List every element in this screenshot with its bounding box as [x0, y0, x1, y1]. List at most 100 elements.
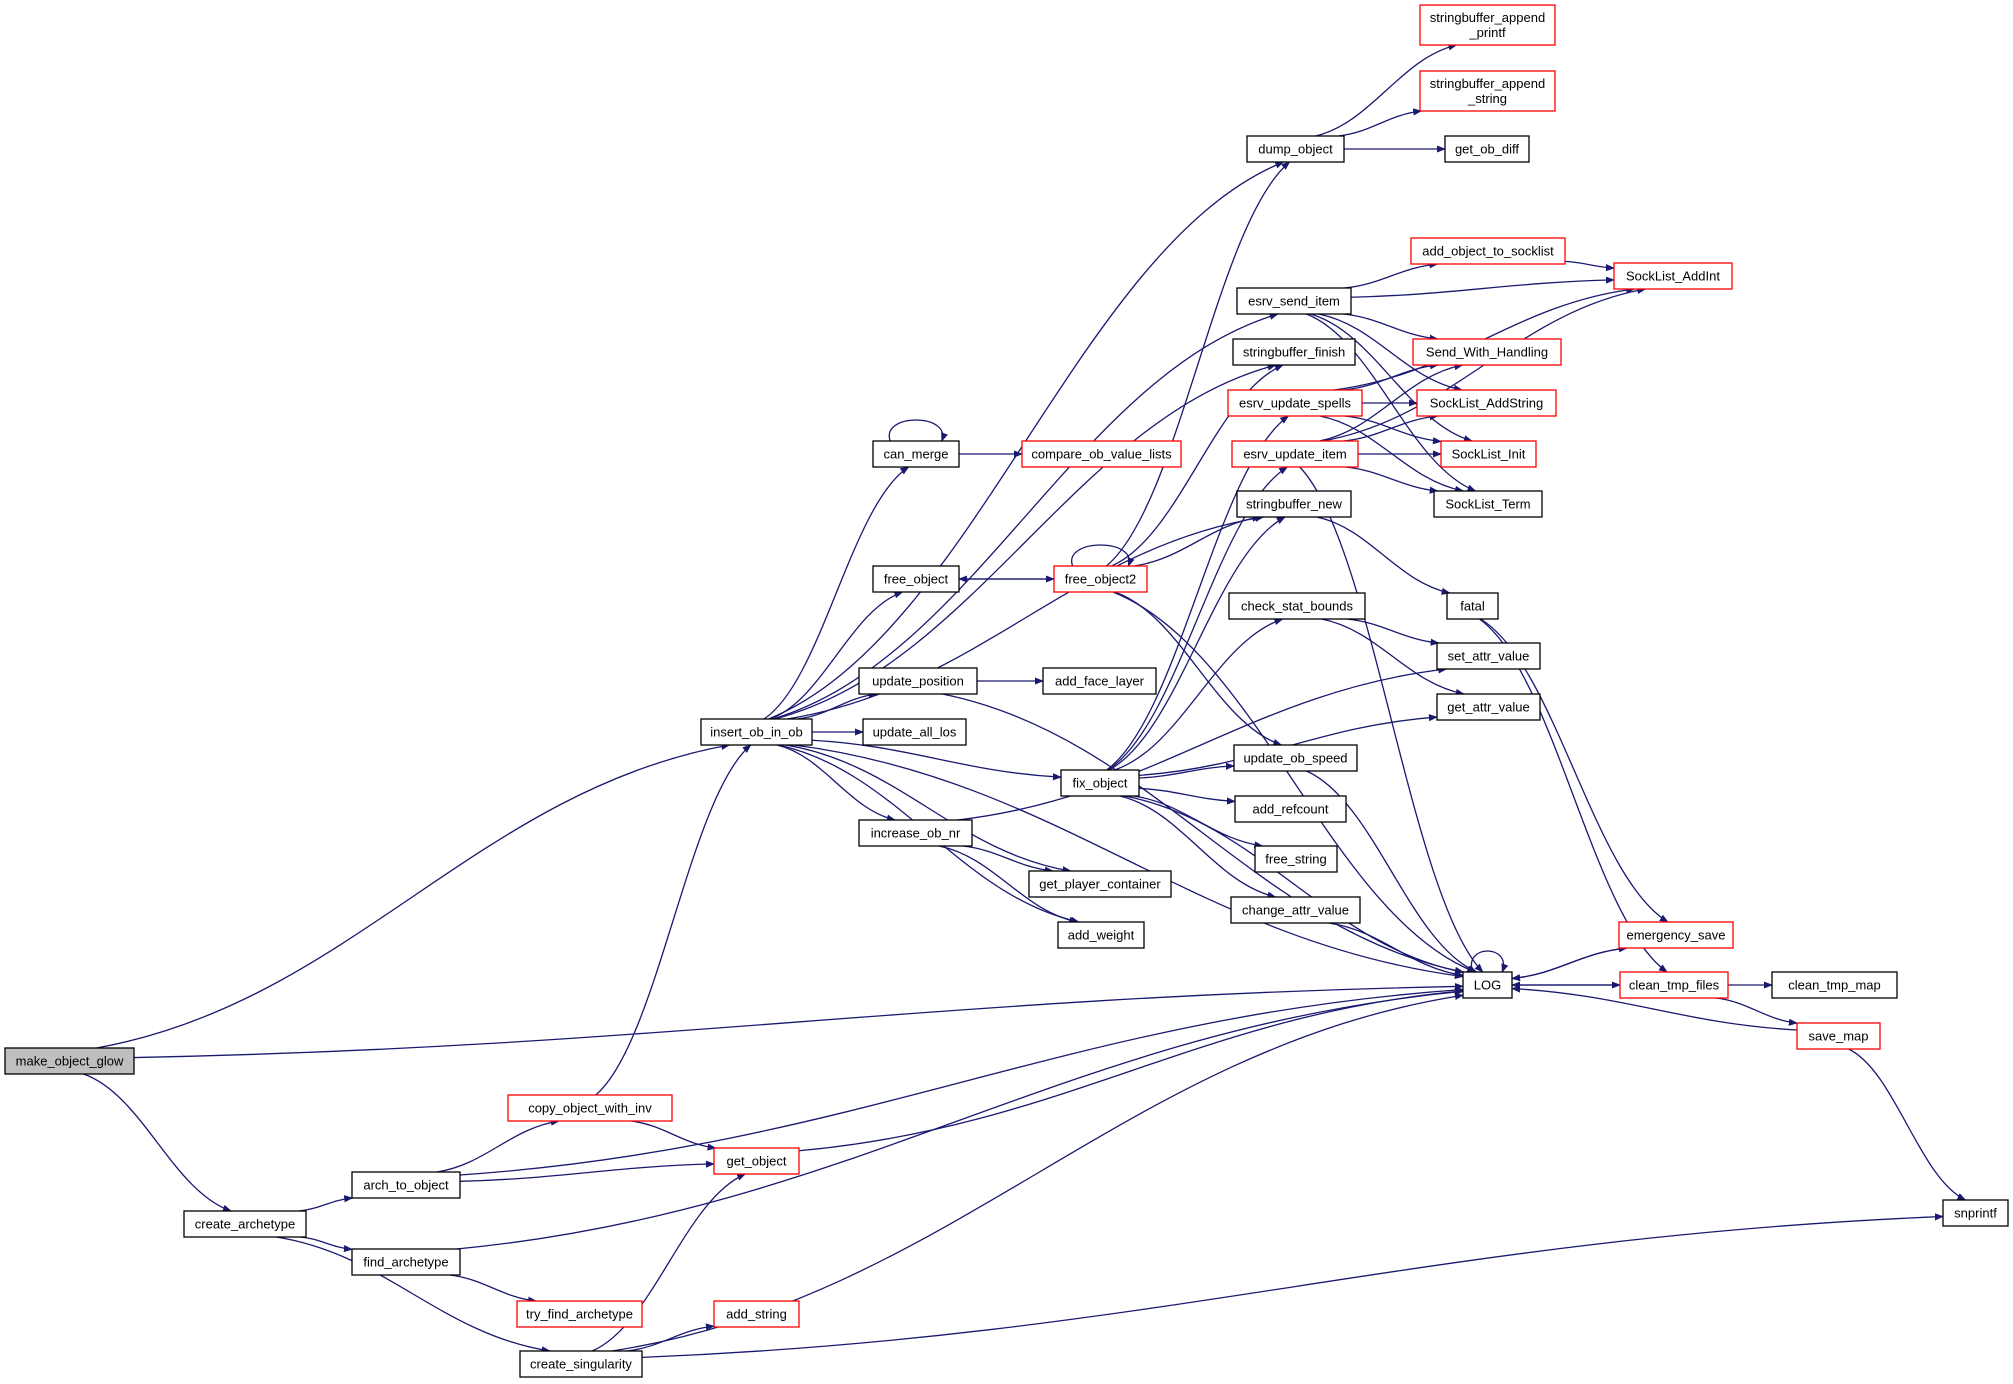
- node-insert_ob_in_ob[interactable]: insert_ob_in_ob: [700, 718, 813, 746]
- edge-insert_ob_in_ob-to-free_object: [769, 591, 904, 720]
- edge-make_object_glow-to-create_archetype: [83, 1073, 232, 1212]
- node-add_string[interactable]: add_string: [713, 1300, 800, 1328]
- node-add_refcount[interactable]: add_refcount: [1234, 795, 1347, 823]
- node-make_object_glow[interactable]: make_object_glow: [4, 1047, 135, 1075]
- node-change_attr_value[interactable]: change_attr_value: [1230, 896, 1361, 924]
- node-free_string[interactable]: free_string: [1254, 845, 1338, 873]
- node-SockList_AddString[interactable]: SockList_AddString: [1416, 389, 1557, 417]
- node-label: can_merge: [883, 447, 948, 462]
- node-set_attr_value[interactable]: set_attr_value: [1436, 642, 1541, 670]
- node-label-line: free_object2: [1065, 572, 1137, 587]
- edge-create_archetype-to-find_archetype: [300, 1236, 353, 1253]
- node-label-line: get_player_container: [1039, 877, 1161, 892]
- node-stringbuffer_append_string[interactable]: stringbuffer_append_string: [1419, 70, 1556, 112]
- node-can_merge[interactable]: can_merge: [872, 440, 960, 468]
- node-label: set_attr_value: [1448, 649, 1530, 664]
- node-create_archetype[interactable]: create_archetype: [183, 1210, 307, 1238]
- node-esrv_update_item[interactable]: esrv_update_item: [1231, 440, 1359, 468]
- node-compare_ob_value_lists[interactable]: compare_ob_value_lists: [1021, 440, 1182, 468]
- edge-esrv_send_item-to-SockList_AddString: [1318, 313, 1463, 392]
- node-update_all_los[interactable]: update_all_los: [862, 718, 967, 746]
- edge-add_object_to_socklist-to-SockList_AddInt: [1564, 260, 1615, 272]
- node-label: update_position: [872, 674, 964, 689]
- node-label-line: clean_tmp_map: [1788, 978, 1881, 993]
- edge-fatal-to-clean_tmp_files: [1479, 618, 1668, 973]
- edge-change_attr_value-to-LOG: [1328, 922, 1464, 978]
- node-label-line: fatal: [1460, 599, 1485, 614]
- node-get_object[interactable]: get_object: [713, 1147, 800, 1175]
- node-add_face_layer[interactable]: add_face_layer: [1042, 667, 1157, 695]
- node-label-line: increase_ob_nr: [871, 826, 961, 841]
- node-clean_tmp_map[interactable]: clean_tmp_map: [1771, 971, 1898, 999]
- edge-fix_object-to-check_stat_bounds: [1114, 618, 1284, 771]
- node-try_find_archetype[interactable]: try_find_archetype: [516, 1300, 643, 1328]
- node-copy_object_with_inv[interactable]: copy_object_with_inv: [507, 1094, 673, 1122]
- edge-update_position-to-LOG: [942, 693, 1465, 974]
- node-check_stat_bounds[interactable]: check_stat_bounds: [1228, 592, 1366, 620]
- node-update_position[interactable]: update_position: [858, 667, 978, 695]
- node-get_ob_diff[interactable]: get_ob_diff: [1444, 135, 1530, 163]
- edge-insert_ob_in_ob-to-get_player_container: [785, 744, 1072, 874]
- node-esrv_update_spells[interactable]: esrv_update_spells: [1227, 389, 1363, 417]
- node-free_object[interactable]: free_object: [872, 565, 960, 593]
- node-get_player_container[interactable]: get_player_container: [1028, 870, 1172, 898]
- node-SockList_Term[interactable]: SockList_Term: [1433, 490, 1543, 518]
- node-stringbuffer_finish[interactable]: stringbuffer_finish: [1232, 338, 1356, 366]
- edge-arch_to_object-to-LOG: [459, 986, 1464, 1176]
- node-SockList_AddInt[interactable]: SockList_AddInt: [1613, 262, 1733, 290]
- node-esrv_send_item[interactable]: esrv_send_item: [1236, 287, 1352, 315]
- node-label: add_string: [726, 1307, 787, 1322]
- node-LOG[interactable]: LOG: [1462, 971, 1513, 999]
- node-label: stringbuffer_finish: [1243, 345, 1345, 360]
- node-box: [519, 1350, 643, 1378]
- edge-create_archetype-to-arch_to_object: [298, 1195, 354, 1212]
- node-label-line: get_object: [727, 1154, 787, 1169]
- node-stringbuffer_new[interactable]: stringbuffer_new: [1236, 490, 1352, 518]
- edge-insert_ob_in_ob-to-can_merge: [763, 466, 910, 720]
- node-add_weight[interactable]: add_weight: [1057, 921, 1145, 949]
- node-label-line: free_string: [1265, 852, 1326, 867]
- node-label: LOG: [1474, 978, 1501, 993]
- node-fatal[interactable]: fatal: [1446, 592, 1499, 620]
- node-get_attr_value[interactable]: get_attr_value: [1436, 693, 1541, 721]
- node-free_object2[interactable]: free_object2: [1053, 565, 1148, 593]
- edge-insert_ob_in_ob-to-LOG: [793, 744, 1464, 980]
- node-update_ob_speed[interactable]: update_ob_speed: [1233, 744, 1358, 772]
- node-save_map[interactable]: save_map: [1796, 1022, 1881, 1050]
- node-label-line: add_weight: [1068, 928, 1135, 943]
- node-label-line: create_singularity: [530, 1357, 632, 1372]
- node-box: [713, 1147, 800, 1175]
- node-increase_ob_nr[interactable]: increase_ob_nr: [858, 819, 973, 847]
- node-box: [1228, 592, 1366, 620]
- node-box: [1028, 870, 1172, 898]
- node-label-line: change_attr_value: [1242, 903, 1349, 918]
- node-fix_object[interactable]: fix_object: [1060, 769, 1140, 797]
- edge-insert_ob_in_ob-to-stringbuffer_new: [787, 514, 1265, 720]
- edge-esrv_update_spells-to-SockList_Init: [1344, 415, 1442, 445]
- node-dump_object[interactable]: dump_object: [1246, 135, 1345, 163]
- node-label: stringbuffer_new: [1246, 497, 1342, 512]
- node-label: dump_object: [1258, 142, 1333, 157]
- edge-insert_ob_in_ob-to-esrv_send_item: [772, 312, 1279, 720]
- node-label-line: stringbuffer_append: [1430, 76, 1545, 91]
- node-box: [1060, 769, 1140, 797]
- node-SockList_Init[interactable]: SockList_Init: [1440, 440, 1537, 468]
- node-find_archetype[interactable]: find_archetype: [351, 1248, 461, 1276]
- node-emergency_save[interactable]: emergency_save: [1618, 921, 1734, 949]
- node-Send_With_Handling[interactable]: Send_With_Handling: [1412, 338, 1562, 366]
- node-label-line: update_position: [872, 674, 964, 689]
- node-label: check_stat_bounds: [1241, 599, 1354, 614]
- node-label: Send_With_Handling: [1426, 345, 1548, 360]
- node-label: find_archetype: [363, 1255, 448, 1270]
- node-add_object_to_socklist[interactable]: add_object_to_socklist: [1410, 237, 1566, 265]
- node-stringbuffer_append_printf[interactable]: stringbuffer_append_printf: [1419, 4, 1556, 46]
- node-label: add_object_to_socklist: [1422, 244, 1554, 259]
- node-clean_tmp_files[interactable]: clean_tmp_files: [1619, 971, 1729, 999]
- edge-check_stat_bounds-to-get_attr_value: [1321, 618, 1465, 696]
- node-arch_to_object[interactable]: arch_to_object: [351, 1171, 461, 1199]
- node-create_singularity[interactable]: create_singularity: [519, 1350, 643, 1378]
- node-label: create_archetype: [195, 1217, 295, 1232]
- node-snprintf[interactable]: snprintf: [1942, 1199, 2009, 1227]
- node-box: [862, 718, 967, 746]
